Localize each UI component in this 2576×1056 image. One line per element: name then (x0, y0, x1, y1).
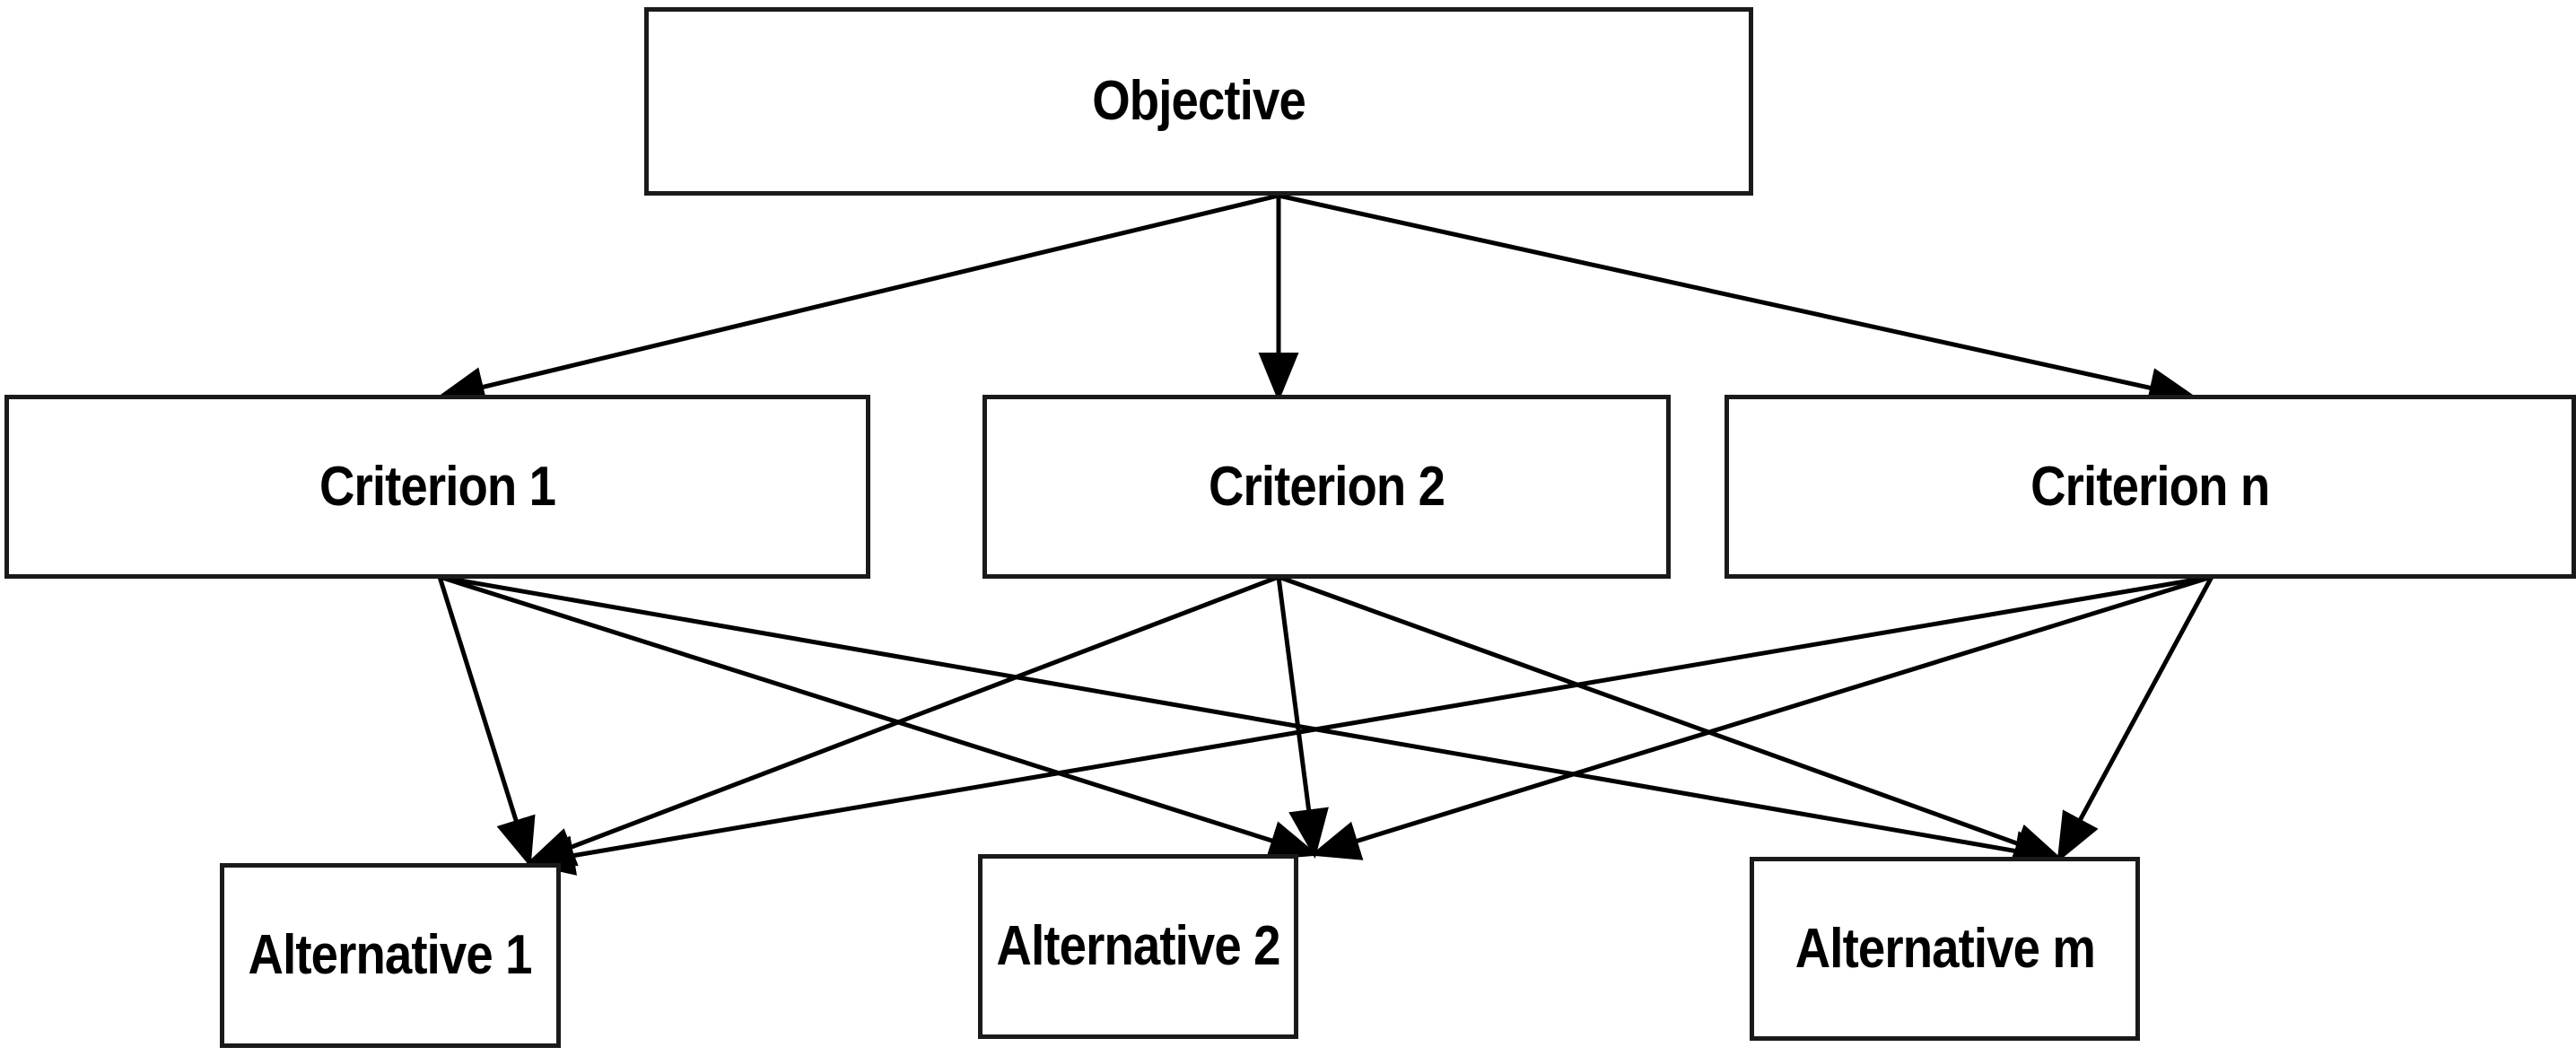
node-alternative-1-label: Alternative 1 (248, 924, 533, 986)
edge-c2-to-am (1278, 574, 2064, 863)
node-objective-label: Objective (1092, 70, 1306, 132)
node-alternative-m[interactable]: Alternative m (1750, 857, 2140, 1041)
node-criterion-n[interactable]: Criterion n (1725, 395, 2576, 579)
edge-cn-to-am (2056, 575, 2214, 863)
edge-c1-to-a1 (437, 576, 536, 868)
node-alternative-1[interactable]: Alternative 1 (220, 863, 561, 1048)
edge-cn-to-a2 (1310, 574, 2213, 860)
edges-goal-to-criteria (435, 193, 2198, 408)
node-criterion-n-label: Criterion n (2030, 455, 2270, 518)
node-criterion-1[interactable]: Criterion 1 (4, 395, 870, 579)
node-criterion-2[interactable]: Criterion 2 (982, 395, 1671, 579)
edge-c2-to-a1 (525, 574, 1279, 867)
node-alternative-2-label: Alternative 2 (996, 915, 1280, 977)
node-alternative-2[interactable]: Alternative 2 (978, 854, 1298, 1039)
edge-goal-to-c1 (435, 193, 1279, 407)
node-criterion-1-label: Criterion 1 (319, 455, 556, 518)
edge-goal-to-cn (1278, 193, 2198, 408)
node-criterion-2-label: Criterion 2 (1208, 455, 1445, 518)
edges-criteria-to-alternatives (437, 574, 2214, 876)
node-objective[interactable]: Objective (644, 7, 1753, 196)
edge-c1-to-a2 (439, 574, 1319, 860)
edge-cn-to-a1 (525, 574, 2213, 876)
edge-c2-to-a2 (1276, 576, 1329, 859)
edge-c1-to-am (439, 574, 2064, 871)
node-alternative-m-label: Alternative m (1794, 917, 2095, 980)
